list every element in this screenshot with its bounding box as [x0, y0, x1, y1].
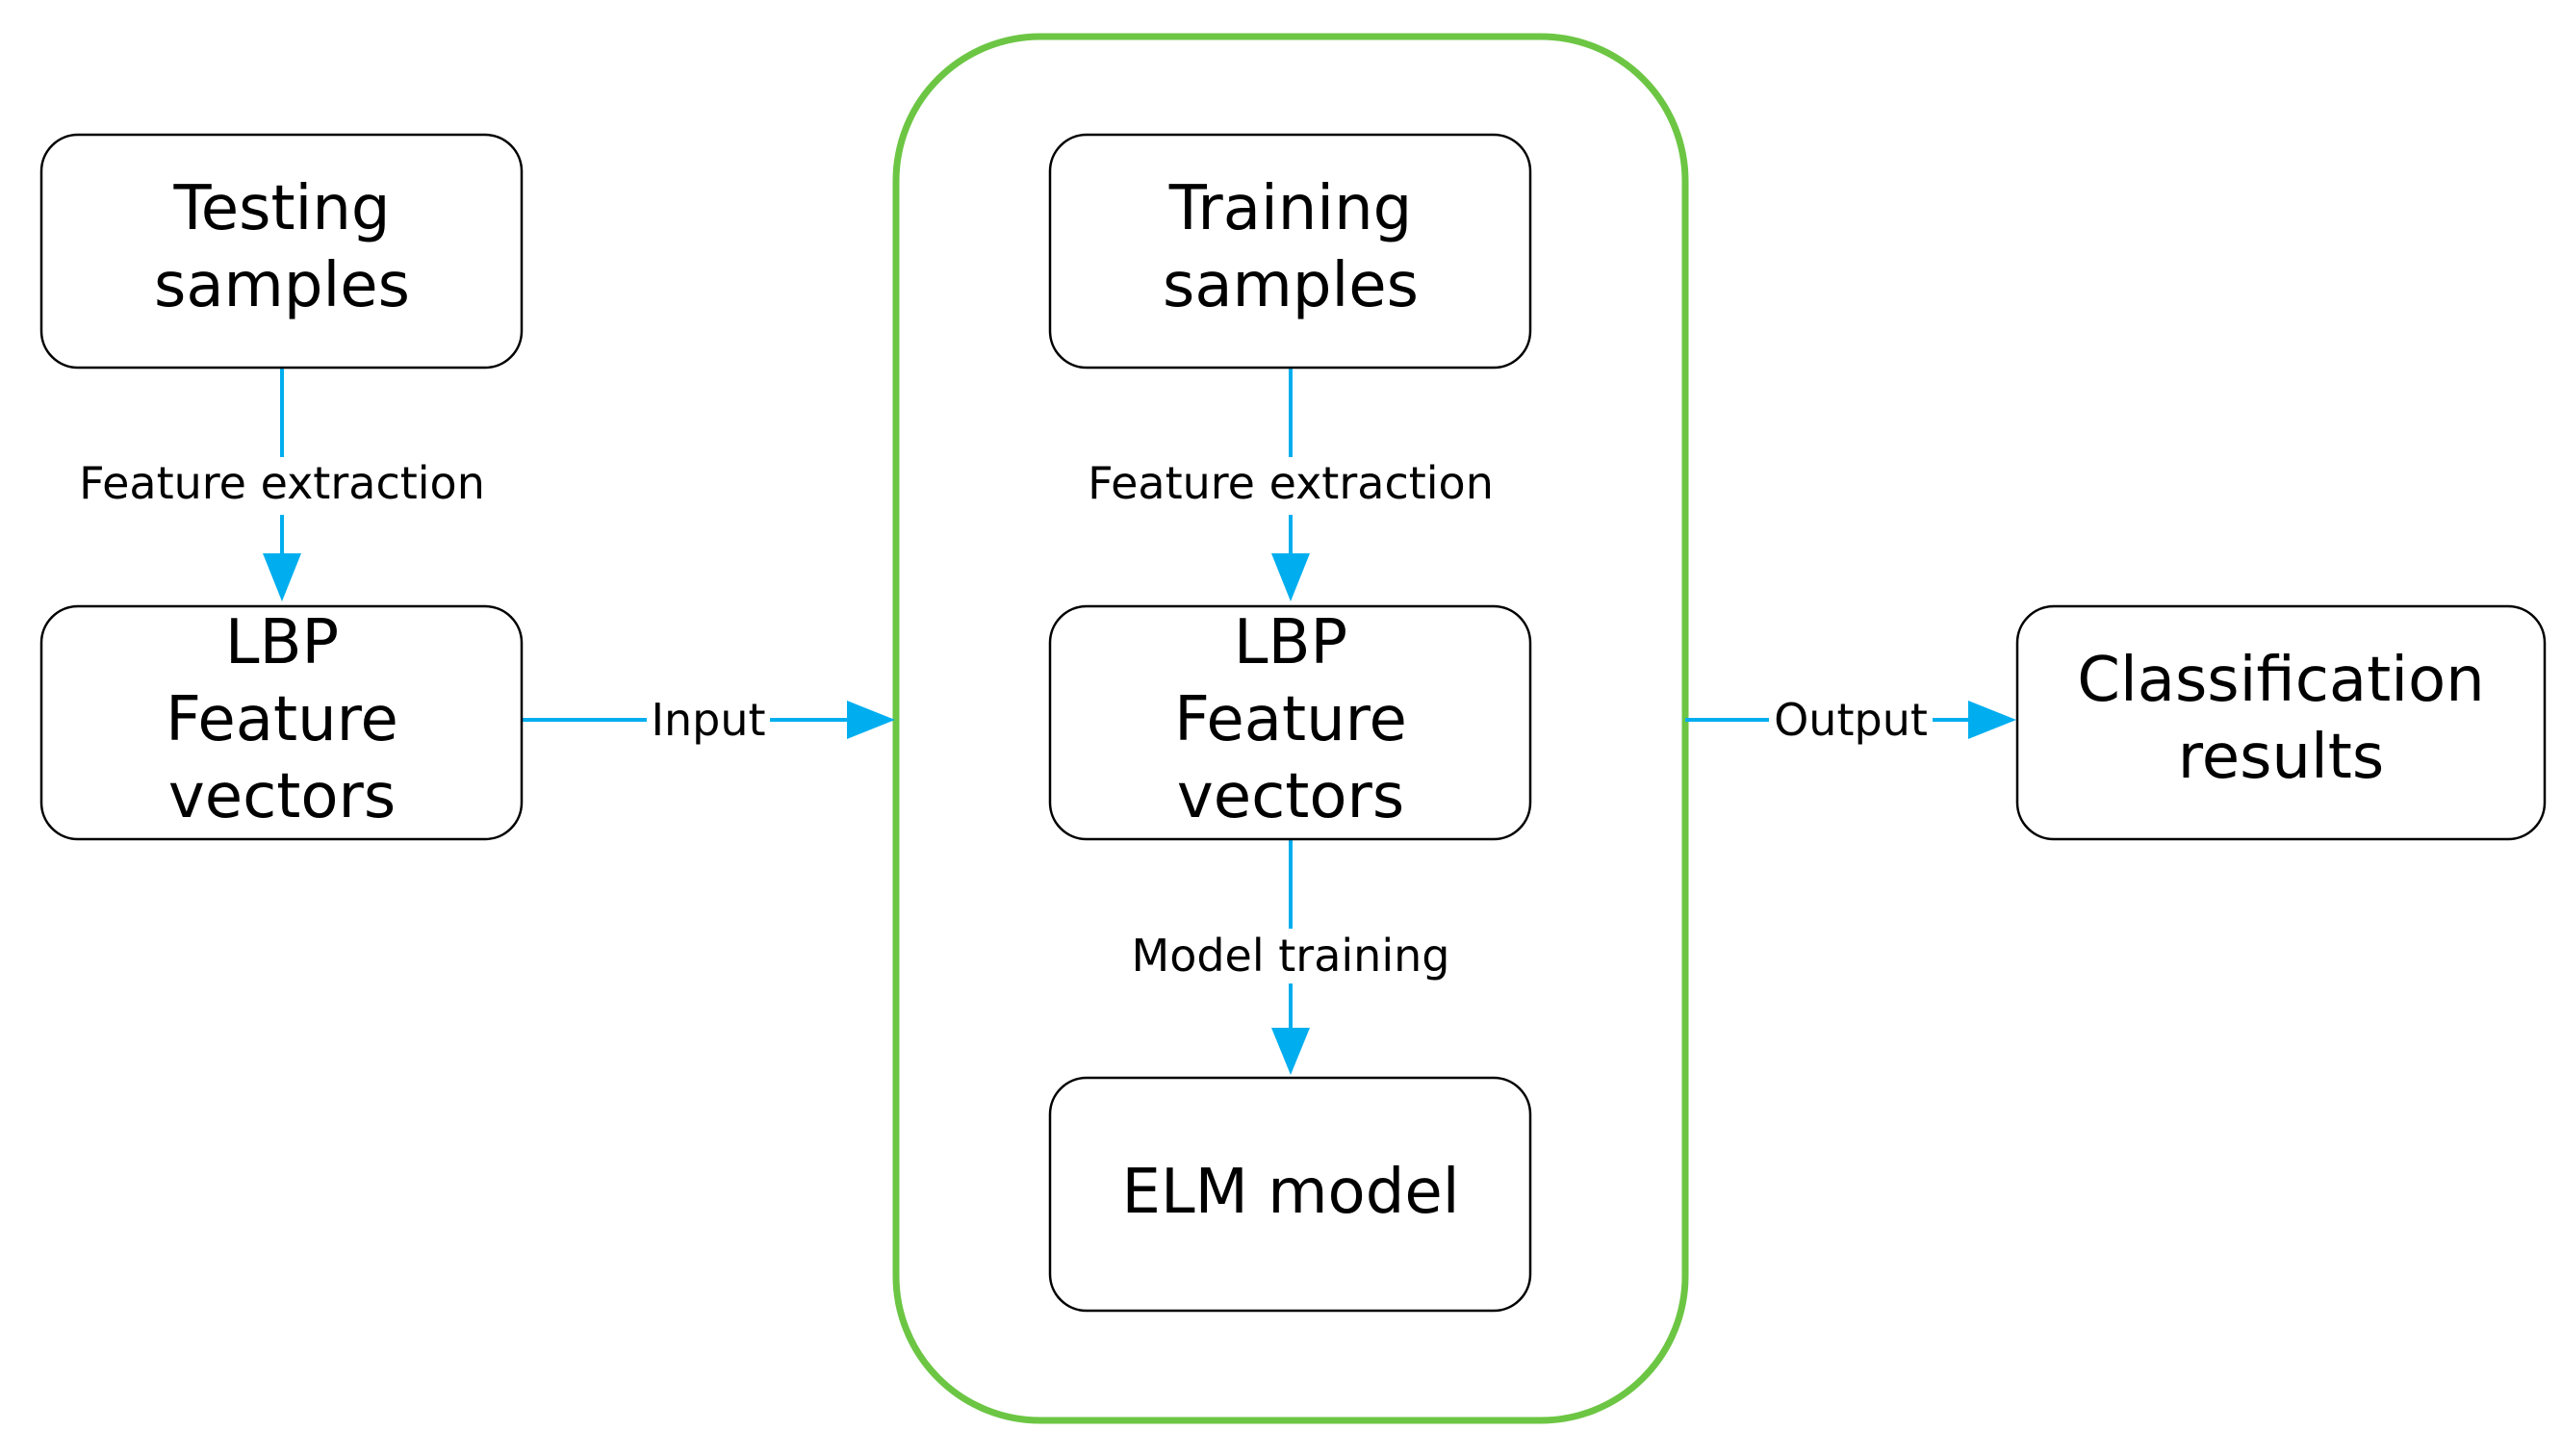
- node-training-samples: Training samples: [1048, 133, 1532, 370]
- node-lbp-middle-line-1: LBP: [1234, 607, 1347, 678]
- node-lbp-middle-box: [1048, 604, 1532, 841]
- node-elm-model-box: [1048, 1076, 1532, 1313]
- node-testing-samples: Testing samples: [39, 133, 524, 370]
- node-elm-model-line-1: ELM model: [1122, 1157, 1460, 1228]
- node-lbp-left-box: [39, 604, 524, 841]
- node-lbp-left-line-3: vectors: [168, 761, 396, 832]
- arrowhead-output: [1968, 701, 2016, 739]
- node-lbp-middle-line-3: vectors: [1177, 761, 1404, 832]
- node-lbp-middle: LBP Feature vectors: [1048, 604, 1532, 841]
- node-lbp-left: LBP Feature vectors: [39, 604, 524, 841]
- node-classification-results-box: [2015, 604, 2547, 841]
- node-lbp-left-line-2: Feature: [166, 684, 398, 755]
- node-classification-results-line-2: results: [2178, 722, 2384, 793]
- node-testing-samples-line-1: Testing: [173, 173, 391, 244]
- arrowhead-left-down: [263, 553, 301, 601]
- arrowhead-input: [847, 701, 895, 739]
- node-classification-results: Classification results: [2015, 604, 2547, 841]
- node-classification-results-line-1: Classification: [2077, 645, 2484, 716]
- training-group-border: [892, 33, 1689, 1424]
- arrowhead-middle-down-2: [1271, 1028, 1310, 1075]
- node-training-samples-line-2: samples: [1163, 250, 1419, 321]
- arrowhead-middle-down-1: [1271, 553, 1310, 601]
- edge-label-feature-extraction-middle: Feature extraction: [1088, 457, 1494, 509]
- node-testing-samples-box: [39, 133, 524, 370]
- edge-label-output: Output: [1774, 694, 1928, 746]
- edge-label-input: Input: [651, 694, 765, 746]
- node-training-samples-line-1: Training: [1168, 173, 1413, 244]
- node-elm-model: ELM model: [1048, 1076, 1532, 1313]
- edge-label-feature-extraction-left: Feature extraction: [79, 457, 485, 509]
- node-testing-samples-line-2: samples: [154, 250, 410, 321]
- node-lbp-middle-line-2: Feature: [1174, 684, 1407, 755]
- node-training-samples-box: [1048, 133, 1532, 370]
- edge-label-model-training: Model training: [1132, 930, 1450, 982]
- node-lbp-left-line-1: LBP: [225, 607, 339, 678]
